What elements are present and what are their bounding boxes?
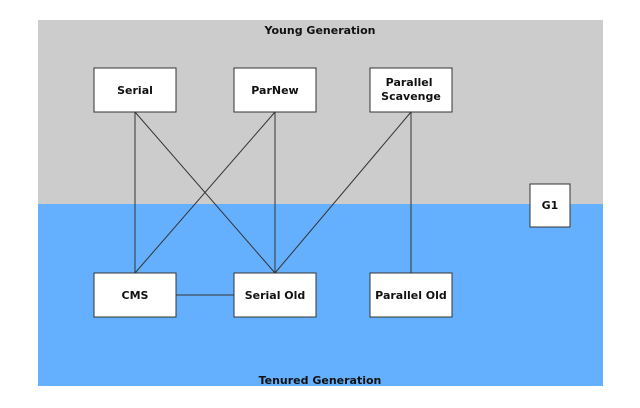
collector-g1-box bbox=[529, 183, 571, 228]
collector-serial-box bbox=[93, 67, 177, 113]
collector-parallel-scavenge-box bbox=[369, 67, 453, 113]
young-generation-label: Young Generation bbox=[264, 24, 376, 37]
collector-parnew-label: ParNew bbox=[251, 84, 298, 97]
collector-g1: G1 bbox=[529, 183, 571, 228]
collector-cms-label: CMS bbox=[122, 289, 149, 302]
collector-serial-old-box bbox=[233, 272, 317, 318]
tenured-generation-label: Tenured Generation bbox=[259, 374, 382, 387]
collector-parallel-old: Parallel Old bbox=[369, 272, 453, 318]
connection-parnew-to-cms bbox=[134, 111, 276, 274]
collector-parallel-scavenge-line-2: Scavenge bbox=[381, 90, 441, 103]
collector-cms-box bbox=[93, 272, 177, 318]
collector-parnew: ParNew bbox=[233, 67, 317, 113]
collector-parallel-scavenge: Parallel Scavenge bbox=[369, 67, 453, 113]
collector-parallel-old-label: Parallel Old bbox=[375, 289, 447, 302]
collector-parallel-scavenge-line-1: Parallel bbox=[386, 76, 433, 89]
collector-parallel-old-box bbox=[369, 272, 453, 318]
collector-g1-label: G1 bbox=[542, 199, 559, 212]
collector-serial-label: Serial bbox=[117, 84, 153, 97]
collector-serial: Serial bbox=[93, 67, 177, 113]
collector-serial-old-label: Serial Old bbox=[245, 289, 306, 302]
collector-serial-old: Serial Old bbox=[233, 272, 317, 318]
collector-parallel-scavenge-label: Parallel Scavenge bbox=[381, 76, 441, 103]
collector-parnew-box bbox=[233, 67, 317, 113]
collector-cms: CMS bbox=[93, 272, 177, 318]
connection-lines bbox=[134, 111, 412, 296]
connection-parallel-scavenge-to-serial-old bbox=[274, 111, 412, 274]
